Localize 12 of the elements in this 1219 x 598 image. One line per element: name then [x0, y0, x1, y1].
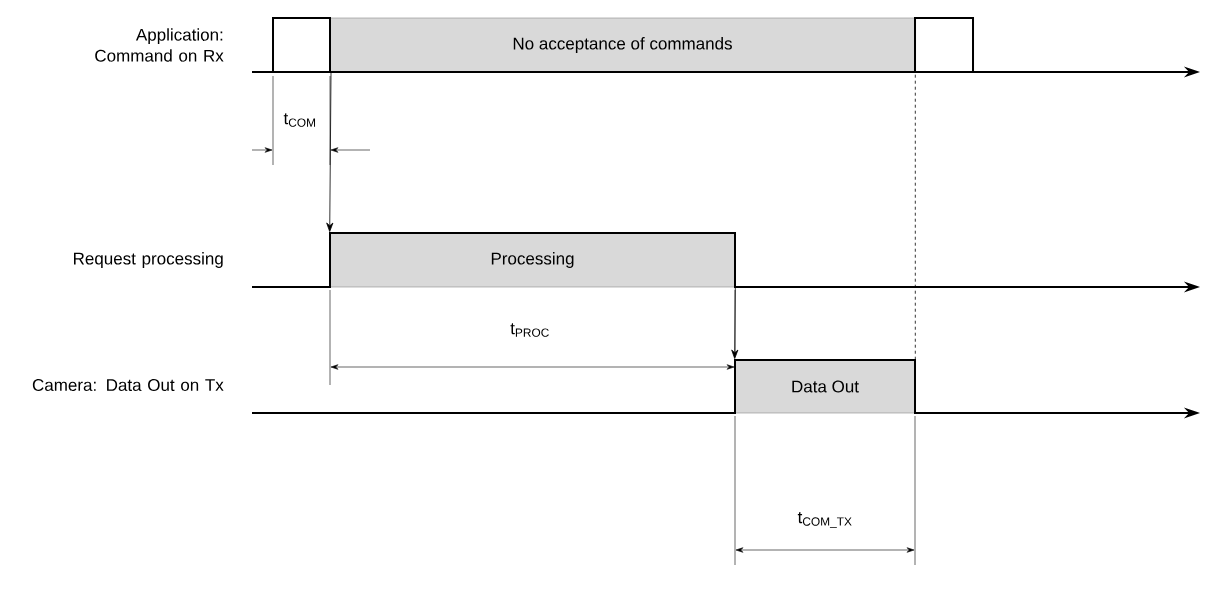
time-label: t$_{PROC}$ [510, 323, 549, 337]
signal-box: Processing [329, 232, 736, 288]
signal-name: Request processing [74, 252, 223, 268]
signal-name: Camera: Data Out on Tx [32, 379, 224, 392]
signal-box: Data Out [734, 359, 916, 414]
arrow [731, 286, 739, 359]
dashed-line [914, 71, 916, 361]
signal-name: Application: Command on Rx [95, 28, 224, 62]
signal-box: No acceptance of commands [329, 17, 916, 73]
arrow [326, 72, 334, 232]
time-label: t$_{COM_TX}$ [797, 512, 852, 528]
time-label: t$_{COM}$ [283, 113, 315, 127]
